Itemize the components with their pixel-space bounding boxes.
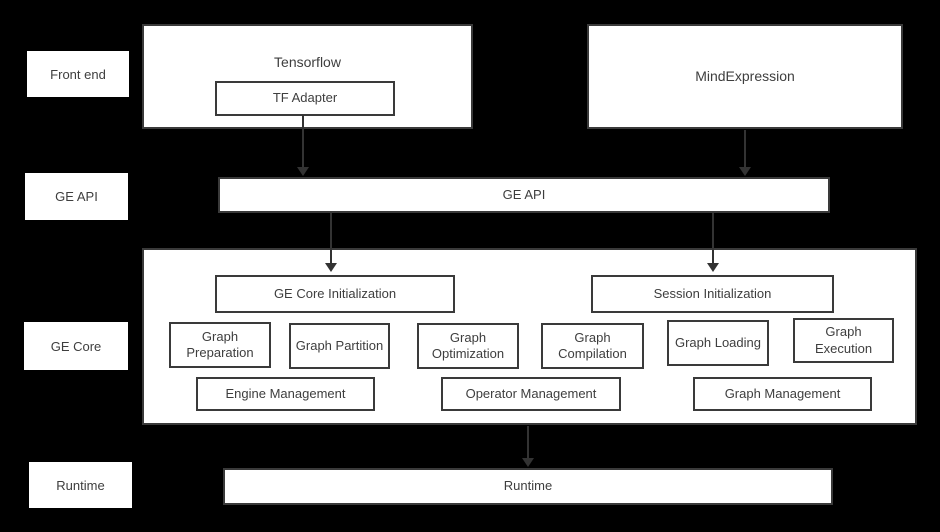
ge-core-box: GE Core Initialization Session Initializ… xyxy=(142,248,917,425)
operator-management-box: Operator Management xyxy=(441,377,621,411)
engine-management-label: Engine Management xyxy=(225,385,346,401)
ge-core-initialization-box: GE Core Initialization xyxy=(215,275,455,313)
graph-management-box: Graph Management xyxy=(693,377,872,411)
arrow-ge-api-to-session-init xyxy=(707,213,719,272)
graph-preparation-box: Graph Preparation xyxy=(169,322,271,368)
arrow-ge-api-to-ge-core-init xyxy=(325,213,337,272)
arrow-head-icon xyxy=(739,167,751,176)
arrow-head-icon xyxy=(707,263,719,272)
layer-label-ge-api: GE API xyxy=(25,173,128,220)
layer-label-text: GE API xyxy=(55,189,98,204)
ge-core-initialization-label: GE Core Initialization xyxy=(273,285,397,301)
graph-execution-label: Graph Execution xyxy=(814,324,873,356)
graph-loading-label: Graph Loading xyxy=(674,334,761,350)
arrow-shaft xyxy=(744,130,746,169)
layer-label-text: Runtime xyxy=(56,477,105,493)
arrow-head-icon xyxy=(325,263,337,272)
ge-api-bar: GE API xyxy=(218,177,830,213)
runtime-bar-label: Runtime xyxy=(503,478,553,494)
arrow-mindexpression-to-ge-api xyxy=(739,130,751,176)
tensorflow-title: Tensorflow xyxy=(274,54,341,70)
ge-api-bar-label: GE API xyxy=(502,186,546,202)
mindexpression-box: MindExpression xyxy=(587,24,903,129)
graph-partition-label: Graph Partition xyxy=(295,337,384,353)
graph-optimization-label: Graph Optimization xyxy=(431,329,505,361)
mindexpression-label: MindExpression xyxy=(695,67,795,84)
arrow-shaft xyxy=(330,213,332,265)
layer-label-ge-core: GE Core xyxy=(24,322,128,370)
graph-compilation-label: Graph Compilation xyxy=(558,329,627,361)
session-initialization-label: Session Initialization xyxy=(653,285,772,301)
graph-execution-box: Graph Execution xyxy=(793,318,894,363)
layer-label-front-end: Front end xyxy=(27,51,129,97)
arrow-head-icon xyxy=(522,458,534,467)
tensorflow-box: Tensorflow TF Adapter xyxy=(142,24,473,129)
arrow-ge-core-to-runtime xyxy=(522,426,534,467)
arrow-tf-adapter-to-ge-api xyxy=(297,115,309,176)
engine-management-box: Engine Management xyxy=(196,377,375,411)
graph-compilation-box: Graph Compilation xyxy=(541,323,644,369)
graph-partition-box: Graph Partition xyxy=(289,323,390,369)
graph-preparation-label: Graph Preparation xyxy=(186,328,254,360)
arrow-shaft xyxy=(712,213,714,265)
tf-adapter-box: TF Adapter xyxy=(215,81,395,116)
graph-management-label: Graph Management xyxy=(724,385,841,401)
layer-label-runtime: Runtime xyxy=(29,462,132,508)
runtime-bar: Runtime xyxy=(223,468,833,505)
graph-optimization-box: Graph Optimization xyxy=(417,323,519,369)
arrow-shaft xyxy=(527,426,529,460)
layer-label-text: Front end xyxy=(50,66,106,82)
session-initialization-box: Session Initialization xyxy=(591,275,834,313)
arrow-head-icon xyxy=(297,167,309,176)
tf-adapter-label: TF Adapter xyxy=(272,90,338,106)
layer-label-text: GE Core xyxy=(50,338,102,354)
arrow-shaft xyxy=(302,115,304,169)
operator-management-label: Operator Management xyxy=(465,385,597,401)
graph-loading-box: Graph Loading xyxy=(667,320,769,366)
